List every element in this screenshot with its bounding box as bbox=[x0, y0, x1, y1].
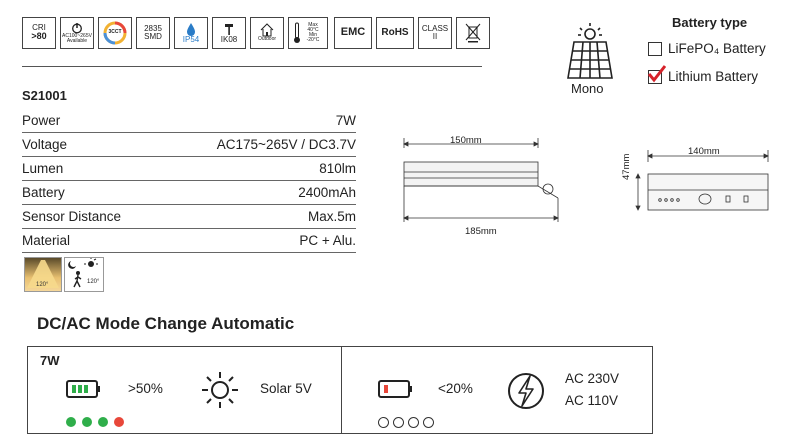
mode-section-title: DC/AC Mode Change Automatic bbox=[37, 314, 295, 333]
spec-label: Battery bbox=[22, 185, 65, 200]
beam-angle-icon: 120° bbox=[24, 257, 62, 292]
model-number: S21001 bbox=[22, 88, 67, 103]
spec-label: Voltage bbox=[22, 137, 68, 152]
status-dot bbox=[82, 417, 92, 427]
class-line2: II bbox=[432, 32, 438, 41]
checkbox-empty[interactable] bbox=[648, 41, 662, 56]
power-text: AC100~265V Available bbox=[62, 32, 92, 44]
motion-person-icon bbox=[68, 258, 98, 288]
light-cone-icon bbox=[27, 260, 59, 288]
status-dot-empty bbox=[408, 417, 419, 428]
thermometer-icon bbox=[294, 22, 300, 43]
charge-dots-empty bbox=[378, 417, 434, 428]
weee-badge bbox=[456, 17, 490, 49]
mode-box: 7W >50% Solar 5V <20% AC 230V AC 110V bbox=[27, 346, 653, 434]
battery-option-lifepo4[interactable]: LiFePO₄ Battery bbox=[648, 41, 766, 56]
spec-label: Material bbox=[22, 233, 71, 248]
spec-value: 7W bbox=[335, 113, 356, 128]
cri-badge: CRI >80 bbox=[22, 17, 56, 49]
status-dot-empty bbox=[378, 417, 389, 428]
spec-value: PC + Alu. bbox=[299, 233, 356, 248]
status-dot-empty bbox=[393, 417, 404, 428]
spec-row-power: Power 7W bbox=[22, 109, 356, 133]
outdoor-badge: Outdoor bbox=[250, 17, 284, 49]
charge-dots-filled bbox=[66, 417, 124, 427]
spec-label: Power bbox=[22, 113, 61, 128]
front-height: 47mm bbox=[621, 153, 632, 180]
mode-power-label: 7W bbox=[40, 353, 60, 368]
rohs-text: RoHS bbox=[381, 26, 409, 38]
ik-text: IK08 bbox=[220, 34, 238, 44]
cri-label: CRI bbox=[32, 23, 46, 33]
side-top-width: 150mm bbox=[450, 135, 482, 146]
header-rule bbox=[22, 66, 482, 67]
class-badge: CLASS II bbox=[418, 17, 452, 49]
class-line1: CLASS bbox=[421, 23, 449, 33]
ac-line2: AC 110V bbox=[565, 393, 619, 408]
spec-row-battery: Battery 2400mAh bbox=[22, 181, 356, 205]
emc-text: EMC bbox=[340, 26, 366, 39]
side-view-drawing bbox=[403, 138, 559, 222]
battery-full-icon bbox=[66, 380, 100, 398]
red-check-icon bbox=[648, 64, 666, 82]
spec-row-lumen: Lumen 810lm bbox=[22, 157, 356, 181]
status-dot bbox=[114, 417, 124, 427]
ac-power-icon bbox=[508, 373, 544, 409]
emc-badge: EMC bbox=[334, 17, 372, 49]
battery-option-label: LiFePO₄ Battery bbox=[668, 41, 766, 56]
ip-text: IP54 bbox=[182, 34, 200, 44]
solar-panel-icon bbox=[567, 23, 613, 79]
rohs-badge: RoHS bbox=[376, 17, 414, 49]
battery-low-icon bbox=[378, 380, 412, 398]
sun-icon bbox=[202, 372, 238, 408]
sensor-icon: 120° bbox=[64, 257, 104, 292]
status-dot bbox=[98, 417, 108, 427]
ac-line1: AC 230V bbox=[565, 371, 620, 386]
front-view-drawing bbox=[635, 150, 769, 211]
battery-option-label: Lithium Battery bbox=[668, 69, 759, 84]
status-dot-empty bbox=[423, 417, 434, 428]
status-dot bbox=[66, 417, 76, 427]
ip-badge: IP54 bbox=[174, 17, 208, 49]
low-threshold: <20% bbox=[438, 381, 473, 396]
spec-label: Lumen bbox=[22, 161, 64, 176]
cct-badge: 3CCT bbox=[98, 17, 132, 49]
battery-type-title: Battery type bbox=[672, 15, 748, 30]
cct-text: 3CCT bbox=[108, 29, 122, 35]
power-icon bbox=[72, 22, 82, 34]
front-width: 140mm bbox=[688, 146, 720, 157]
led-line1: 2835 bbox=[144, 23, 162, 33]
power-badge: AC100~265V Available bbox=[60, 17, 94, 49]
water-drop-icon bbox=[187, 22, 195, 36]
spec-row-material: Material PC + Alu. bbox=[22, 229, 356, 253]
solar-label: Solar 5V bbox=[260, 381, 312, 396]
spec-row-voltage: Voltage AC175~265V / DC3.7V bbox=[22, 133, 356, 157]
sensor-angle-label: 120° bbox=[87, 279, 100, 285]
house-icon bbox=[260, 23, 274, 37]
side-bottom-width: 185mm bbox=[465, 226, 497, 237]
battery-option-lithium[interactable]: Lithium Battery bbox=[648, 64, 759, 84]
hammer-icon bbox=[225, 23, 233, 35]
solar-type-label: Mono bbox=[571, 81, 604, 96]
led-line2: SMD bbox=[144, 32, 162, 41]
spec-value: 2400mAh bbox=[298, 185, 356, 200]
temp-badge: Max 40°C Min -20°C bbox=[288, 17, 328, 49]
spec-label: Sensor Distance bbox=[22, 209, 122, 224]
checkbox-checked[interactable] bbox=[648, 64, 666, 84]
beam-angle-label: 120° bbox=[36, 282, 49, 288]
high-threshold: >50% bbox=[128, 381, 163, 396]
cct-icon bbox=[103, 21, 127, 45]
spec-value: AC175~265V / DC3.7V bbox=[216, 137, 356, 152]
crossed-bin-icon bbox=[465, 23, 481, 43]
mode-divider bbox=[341, 347, 342, 433]
temp-text: Max 40°C Min -20°C bbox=[306, 21, 320, 44]
outdoor-text: Outdoor bbox=[257, 36, 277, 43]
cri-value: >80 bbox=[31, 31, 47, 42]
led-badge: 2835 SMD bbox=[136, 17, 170, 49]
ik-badge: IK08 bbox=[212, 17, 246, 49]
spec-value: Max.5m bbox=[307, 209, 356, 224]
spec-row-sensor: Sensor Distance Max.5m bbox=[22, 205, 356, 229]
spec-value: 810lm bbox=[319, 161, 356, 176]
